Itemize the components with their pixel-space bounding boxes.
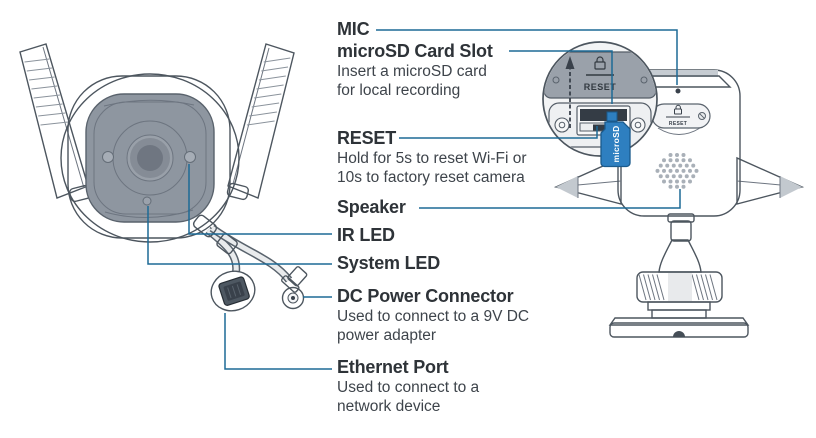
screw-icon — [102, 151, 114, 163]
label-title: Ethernet Port — [337, 357, 449, 377]
label-desc: 10s to factory reset camera — [337, 169, 525, 186]
panel-under-arc — [657, 127, 701, 135]
speaker-callout-line — [419, 189, 681, 209]
callout-label-ethernet: Ethernet Port Used to connect to a netwo… — [337, 357, 479, 416]
label-title: Speaker — [337, 197, 406, 217]
callout-label-mic: MIC — [337, 19, 370, 40]
cover-reset-text: RESET — [584, 82, 617, 92]
callout-label-dc-power: DC Power Connector Used to connect to a … — [337, 286, 529, 345]
insert-arrow-icon — [565, 56, 575, 128]
face-inner-outline — [93, 101, 207, 215]
mount-bracket — [608, 213, 750, 338]
label-desc: Insert a microSD card — [337, 63, 487, 80]
antenna-hatch — [24, 58, 69, 126]
lock-icon — [674, 104, 682, 115]
label-desc: power adapter — [337, 327, 437, 344]
microsd-callout-line — [509, 50, 613, 104]
antenna-hatch — [246, 57, 291, 126]
lock-icon — [594, 56, 606, 70]
rear-left-antenna — [553, 156, 622, 205]
rear-right-antenna — [736, 156, 805, 205]
reset-callout-line — [399, 126, 598, 139]
label-title: IR LED — [337, 225, 395, 245]
mic-callout-line — [376, 29, 678, 85]
front-camera-illustration — [19, 43, 308, 312]
microsd-card: microSD — [600, 111, 631, 168]
microsd-card-text: microSD — [611, 125, 621, 162]
mic-hole-dot — [675, 88, 681, 94]
system-led-dot — [142, 196, 152, 206]
dc-connector — [281, 266, 308, 310]
ir-led-dot — [184, 151, 196, 163]
camera-lens — [112, 120, 188, 196]
front-left-antenna — [19, 43, 89, 199]
ir-led-callout-line — [188, 164, 332, 235]
speaker-grill-dots — [655, 153, 699, 189]
magnifier-detail-circle: RESET — [542, 41, 658, 168]
label-desc: Used to connect to a 9V DC — [337, 308, 530, 325]
callout-label-speaker: Speaker — [337, 197, 406, 218]
screw-icon — [552, 76, 560, 84]
label-desc: for local recording — [337, 82, 461, 99]
label-title: DC Power Connector — [337, 286, 514, 306]
top-edge-strip — [644, 70, 718, 77]
callout-label-microsd: microSD Card Slot Insert a microSD card … — [337, 41, 493, 100]
screw-icon — [698, 112, 706, 120]
callout-label-system-led: System LED — [337, 253, 440, 274]
label-desc: Used to connect to a — [337, 379, 480, 396]
ethernet-connector — [210, 270, 256, 312]
antenna-hinge — [226, 182, 250, 201]
screw-icon — [640, 76, 648, 84]
label-desc: Hold for 5s to reset Wi-Fi or — [337, 150, 527, 167]
reset-button — [593, 124, 605, 131]
rear-reset-panel: RESET — [651, 103, 711, 135]
label-title: RESET — [337, 128, 397, 148]
knurl-hatch — [638, 274, 718, 301]
face-top-arc — [103, 99, 195, 107]
ethernet-callout-line — [224, 313, 332, 370]
callout-lines — [147, 29, 681, 370]
rear-camera-illustration: RESET — [553, 69, 805, 338]
rear-reset-text: RESET — [669, 121, 687, 127]
callout-label-reset: RESET Hold for 5s to reset Wi-Fi or 10s … — [337, 128, 527, 187]
label-title: microSD Card Slot — [337, 41, 493, 61]
screw-icon — [554, 117, 570, 133]
base-top-edge — [608, 317, 750, 326]
front-body-shell — [60, 73, 240, 243]
base-notch — [673, 331, 685, 337]
system-led-callout-line — [147, 206, 332, 265]
screw-icon — [630, 117, 646, 133]
front-faceplate — [67, 75, 231, 239]
label-title: MIC — [337, 19, 370, 39]
label-desc: network device — [337, 398, 441, 415]
callout-label-ir-led: IR LED — [337, 225, 395, 246]
label-title: System LED — [337, 253, 441, 273]
